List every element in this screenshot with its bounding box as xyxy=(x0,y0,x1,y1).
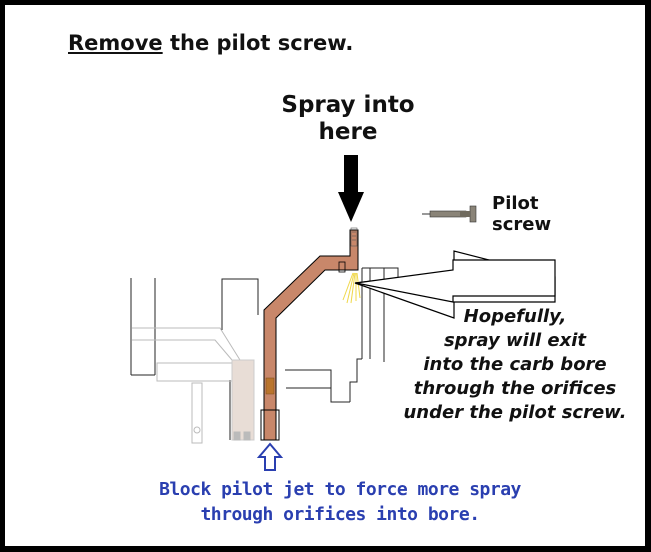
hopefully-annotation: Hopefully, spray will exit into the carb… xyxy=(390,305,640,425)
carburetor-body-faded xyxy=(132,327,255,444)
pilot-screw-label: Pilot screw xyxy=(492,193,551,235)
block-caption-line: through orifices into bore. xyxy=(200,504,480,525)
spray-into-line2: here xyxy=(318,119,378,145)
spray-jets-icon xyxy=(342,272,361,304)
hopefully-line: through the orifices xyxy=(413,378,617,399)
hopefully-line: into the carb bore xyxy=(423,354,607,375)
block-caption-line: Block pilot jet to force more spray xyxy=(159,479,521,500)
pilot-screw-icon xyxy=(422,205,477,223)
instruction-title: Remove the pilot screw. xyxy=(68,31,353,55)
hopefully-line: spray will exit xyxy=(443,330,587,351)
hopefully-line: Hopefully, xyxy=(463,306,567,327)
block-pilot-jet-caption: Block pilot jet to force more spray thro… xyxy=(140,477,540,527)
pilot-screw-line1: Pilot xyxy=(492,193,539,214)
spray-arrow-down-icon xyxy=(338,155,364,222)
pilot-passage xyxy=(263,227,359,441)
spray-into-here-label: Spray into here xyxy=(278,92,418,146)
title-emphasis: Remove xyxy=(68,31,163,55)
pilot-jet xyxy=(260,377,280,441)
block-arrow-up-icon xyxy=(256,442,284,471)
title-rest: the pilot screw. xyxy=(162,31,354,55)
exit-arrow-left-outline xyxy=(355,259,556,303)
spray-into-line1: Spray into xyxy=(281,92,415,118)
pilot-screw-line2: screw xyxy=(492,214,552,235)
hopefully-line: under the pilot screw. xyxy=(403,402,627,423)
